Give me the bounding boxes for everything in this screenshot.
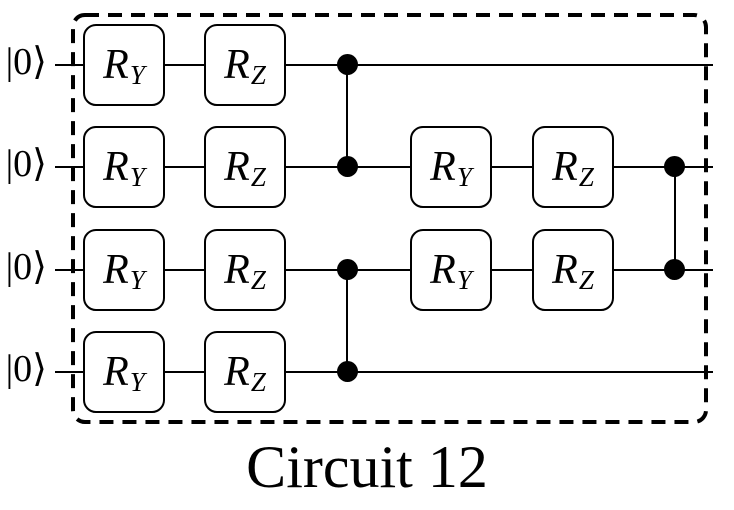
gate-label: R <box>103 42 129 88</box>
gate-label-subscript: Y <box>456 161 472 192</box>
gate-label: R <box>224 349 250 395</box>
gate-label: R <box>552 247 578 293</box>
cz-control-dot <box>337 361 358 382</box>
cz-connector-line <box>674 167 676 270</box>
gate-label-subscript: Z <box>578 161 594 192</box>
gate-label-subscript: Z <box>250 161 266 192</box>
gate-label-subscript: Y <box>129 59 145 90</box>
gate-label-subscript: Y <box>129 161 145 192</box>
cz-control-dot <box>337 54 358 75</box>
gate-label-subscript: Z <box>578 264 594 295</box>
gate-label-subscript: Y <box>456 264 472 295</box>
figure-caption: Circuit 12 <box>246 434 488 500</box>
gate-label: R <box>224 42 250 88</box>
gate-label: R <box>103 349 129 395</box>
cz-control-dot <box>337 259 358 280</box>
gate-label: R <box>430 247 456 293</box>
cz-control-dot <box>337 156 358 177</box>
gate-label: R <box>552 144 578 190</box>
gate-label: R <box>430 144 456 190</box>
cz-connector-line <box>346 65 348 167</box>
gate-label-subscript: Z <box>250 264 266 295</box>
cz-control-dot <box>664 259 685 280</box>
cz-control-dot <box>664 156 685 177</box>
gate-label-subscript: Z <box>250 366 266 397</box>
gate-label: R <box>103 247 129 293</box>
ket-zero-label: |0⟩ <box>5 143 47 185</box>
gate-label: R <box>224 247 250 293</box>
gate-label: R <box>103 144 129 190</box>
gate-label: R <box>224 144 250 190</box>
gate-label-subscript: Y <box>129 366 145 397</box>
gate-label-subscript: Y <box>129 264 145 295</box>
ket-zero-label: |0⟩ <box>5 41 47 83</box>
ket-zero-label: |0⟩ <box>5 246 47 288</box>
gate-label-subscript: Z <box>250 59 266 90</box>
cz-connector-line <box>346 270 348 372</box>
ket-zero-label: |0⟩ <box>5 348 47 390</box>
